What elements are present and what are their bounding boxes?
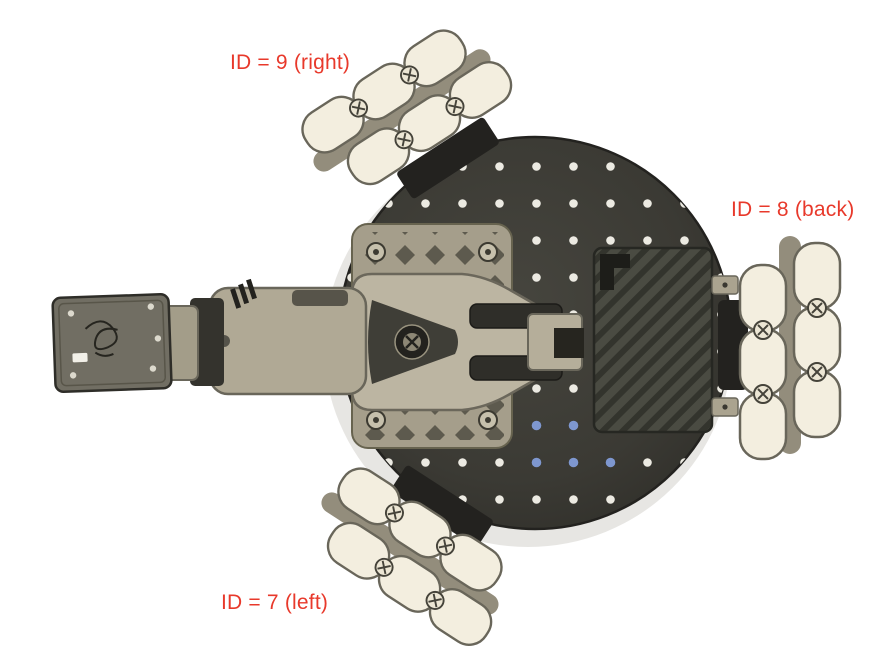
heatsink-module xyxy=(592,246,714,434)
right-edge-tabs xyxy=(711,275,739,417)
wheel-mount-right xyxy=(397,117,499,199)
heatsink-connector xyxy=(600,254,630,268)
logo-engraving xyxy=(84,320,118,357)
mounting-screws xyxy=(366,242,498,430)
annotation-id8-back: ID = 8 (back) xyxy=(731,198,855,221)
wheel-mount-left xyxy=(391,465,493,547)
annotation-id7-left: ID = 7 (left) xyxy=(221,591,329,614)
plate-slot xyxy=(72,352,88,363)
arm-joint xyxy=(394,324,430,360)
forearm-detail xyxy=(292,290,348,306)
gripper-mechanism xyxy=(469,303,584,381)
gripper-tip xyxy=(554,328,584,358)
robot-arm xyxy=(51,272,584,412)
annotation-id9-right: ID = 9 (right) xyxy=(230,51,351,74)
forearm-vents xyxy=(230,278,257,309)
gripper-plate xyxy=(51,293,173,393)
plate-screws xyxy=(67,303,162,379)
omni-wheel-id8-back xyxy=(738,234,842,461)
